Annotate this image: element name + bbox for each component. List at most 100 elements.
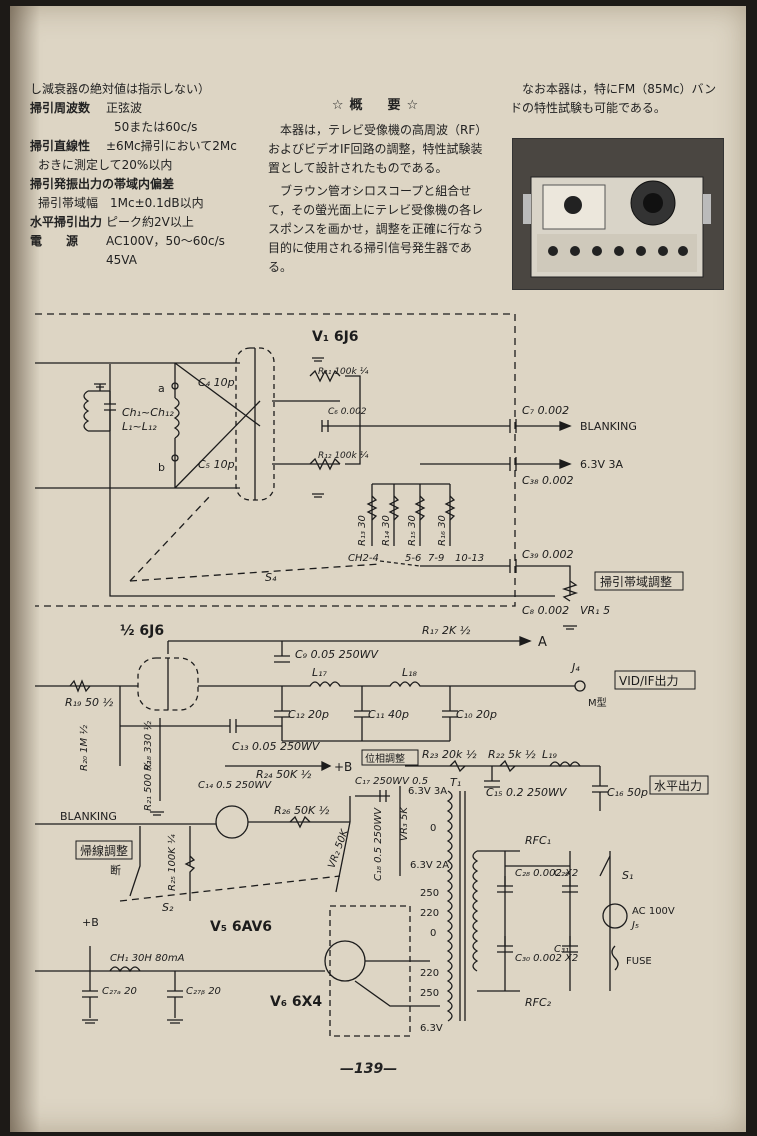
t-heater1-label: 6.3V 3A <box>408 786 447 797</box>
label-b: b <box>158 461 165 474</box>
t-heater2-label: 6.3V 2A <box>410 860 449 871</box>
c11-label: C₁₁ 40p <box>368 708 409 721</box>
page-gutter-shadow <box>10 6 40 1132</box>
c17-label: C₁₇ 250WV 0.5 <box>355 776 428 787</box>
retrace-off-label: 断 <box>110 863 121 877</box>
t-tap-220a: 220 <box>420 908 439 919</box>
tube-v1-label: V₁ 6J6 <box>312 329 359 345</box>
fuse-label: FUSE <box>626 956 652 967</box>
t-tap-250a: 250 <box>420 888 439 899</box>
b-plus-supply-label: +B <box>82 916 99 929</box>
specifications-block: し減衰器の絶対値は指示しない） 掃引周波数正弦波 50または60c/s 掃引直線… <box>30 80 280 270</box>
c8-label: C₈ 0.002 <box>522 604 569 617</box>
c38-label: C₃₈ 0.002 <box>522 474 574 487</box>
r19-label: R₁₉ 50 ½ <box>65 696 113 709</box>
r22-label: R₂₂ 5k ½ <box>488 748 536 761</box>
tube-v6-label: V₆ 6X4 <box>270 994 322 1010</box>
overview-paragraph: ブラウン管オシロスコープと組合せて，その螢光面上にテレビ受像機の各レスポンスを画… <box>268 184 484 274</box>
r12-label: R₁₂ 100k ¼ <box>318 451 369 461</box>
heater-output-label: 6.3V 3A <box>580 458 624 471</box>
spec-row: 掃引周波数正弦波 <box>30 101 143 115</box>
spec-row: 掃引発振出力の帯域内偏差 <box>30 177 175 191</box>
t-tap-220b: 220 <box>420 968 439 979</box>
vid-if-output-label: VID/IF出力 <box>619 674 678 688</box>
tube-v5-label: V₅ 6AV6 <box>210 919 272 935</box>
c13-label: C₁₃ 0.05 250WV <box>232 740 321 753</box>
retrace-adjust-label: 帰線調整 <box>80 843 128 858</box>
c18-label: C₁₈ 0.5 250WV <box>373 807 384 881</box>
r16-label: R₁₆ 30 <box>437 515 448 546</box>
r14-label: R₁₄ 30 <box>381 515 392 546</box>
c30-label: C₃₀ 0.002 X2 <box>515 953 578 964</box>
c7-label: C₇ 0.002 <box>522 404 569 417</box>
label-a: a <box>158 382 165 395</box>
book-page: し減衰器の絶対値は指示しない） 掃引周波数正弦波 50または60c/s 掃引直線… <box>10 6 746 1132</box>
vr2-label: VR₂ 50K <box>326 827 351 870</box>
c29-label: C₂₉ <box>554 868 569 879</box>
overview-paragraph: 本器は，テレビ受像機の高周波（RF）およびビデオIF回路の調整，特性試験装置とし… <box>268 123 488 175</box>
switch-pos-ch24: CH2-4 <box>348 553 379 564</box>
vr3-label: VR₃ 5K <box>399 806 410 841</box>
c39-label: C₃₉ 0.002 <box>522 548 574 561</box>
c27b-label: C₂₇ᵦ 20 <box>186 986 221 997</box>
switch-pos-79: 7-9 <box>428 553 444 564</box>
c16-label: C₁₆ 50p <box>607 786 648 799</box>
c12-label: C₁₂ 20p <box>288 708 329 721</box>
overview-block: ☆概 要☆ 本器は，テレビ受像機の高周波（RF）およびビデオIF回路の調整，特性… <box>268 96 488 281</box>
c10-label: C₁₀ 20p <box>456 708 497 721</box>
r25-label: R₂₅ 100K ¼ <box>166 834 178 891</box>
device-photo-drawing <box>513 139 723 289</box>
c9-label: C₉ 0.05 250WV <box>295 648 379 661</box>
c6-label: C₆ 0.002 <box>328 407 367 417</box>
tube-v2-label: ½ 6J6 <box>120 623 164 639</box>
r20-label: R₂₀ 1M ½ <box>78 725 90 771</box>
r21-label: R₂₁ 500 ½ <box>142 761 154 811</box>
r18-label: R₁₈ 330 ½ <box>142 721 154 771</box>
l19-label: L₁₉ <box>542 748 558 761</box>
rfc1-label: RFC₁ <box>525 834 551 847</box>
r15-label: R₁₅ 30 <box>407 515 418 546</box>
s1-label: S₁ <box>622 869 633 882</box>
t-tap-0b: 0 <box>430 928 436 939</box>
s2-label: S₂ <box>162 901 174 914</box>
switch-pos-1013: 10-13 <box>455 553 484 564</box>
page-number: —139— <box>340 1061 398 1077</box>
fm-note: なお本器は，特にFM（85Mc）バンドの特性試験も可能である。 <box>510 82 717 115</box>
spec-row: 45VA <box>106 253 137 267</box>
c5-label: C₅ 10p <box>198 458 235 471</box>
r26-label: R₂₆ 50K ½ <box>274 804 330 817</box>
spec-line0: し減衰器の絶対値は指示しない） <box>30 82 211 96</box>
phase-adjust-label: 位相調整 <box>365 752 405 765</box>
r11-label: R₁₁ 100k ¼ <box>318 367 369 377</box>
spec-row: 掃引直線性±6Mc掃引において2Mc <box>30 139 237 153</box>
ch1-label: CH₁ 30H 80mA <box>110 953 185 964</box>
spec-row: おきに測定して20%以内 <box>38 158 173 172</box>
l17-label: L₁₇ <box>312 666 328 679</box>
t-tap-0a: 0 <box>430 823 436 834</box>
c31-label: C₃₁ <box>554 944 569 955</box>
c14-label: C₁₄ 0.5 250WV <box>198 780 272 791</box>
r24-label: R₂₄ 50K ½ <box>256 768 312 781</box>
m-type-label: M型 <box>588 696 607 709</box>
spec-row: 水平掃引出力ピーク約2V以上 <box>30 215 194 229</box>
blanking-output-label: BLANKING <box>580 420 637 433</box>
r23-label: R₂₃ 20k ½ <box>422 748 477 761</box>
ac-input-label: AC 100V <box>632 906 675 917</box>
s4-label: S₄ <box>265 571 277 584</box>
horizontal-output-label: 水平出力 <box>654 779 702 793</box>
overview-title: ☆概 要☆ <box>331 98 425 113</box>
band-adjust-label: 掃引帯域調整 <box>600 574 672 589</box>
coil-label: Ch₁~Ch₁₂ <box>122 406 174 419</box>
blanking-input-label: BLANKING <box>60 810 117 823</box>
c4-label: C₄ 10p <box>198 376 235 389</box>
rfc2-label: RFC₂ <box>525 996 552 1009</box>
c28-label: C₂₈ 0.002 X2 <box>515 868 578 879</box>
r17-label: R₁₇ 2K ½ <box>422 624 471 637</box>
j5-label: J₅ <box>630 920 639 931</box>
output-a-label: A <box>538 635 547 650</box>
t1-label: T₁ <box>450 776 461 789</box>
coil-l-label: L₁~L₁₂ <box>122 420 157 433</box>
c27a-label: C₂₇ₐ 20 <box>102 986 137 997</box>
j4-label: J₄ <box>570 661 580 674</box>
